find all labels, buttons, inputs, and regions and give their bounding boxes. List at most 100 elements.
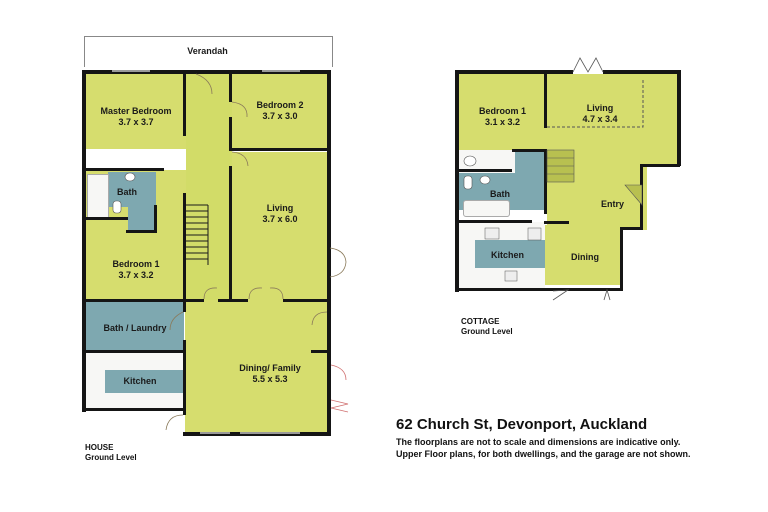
stove-icon: [484, 227, 542, 282]
room-name: Bedroom 2: [256, 100, 304, 110]
room-cottage-living: [547, 74, 679, 164]
room-size: 3.7 x 3.7: [118, 117, 154, 127]
room-name: Master Bedroom: [100, 106, 172, 116]
wall: [84, 350, 186, 353]
wall: [311, 350, 329, 353]
room-name: Bath: [117, 187, 137, 197]
wall: [229, 72, 232, 102]
wall: [677, 70, 681, 166]
room-name: Bath / Laundry: [103, 323, 167, 333]
room-name: Dining: [571, 252, 599, 262]
wall: [283, 299, 330, 302]
door-french-icon: [552, 57, 611, 301]
wall: [229, 117, 232, 149]
disclaimer-line-2: Upper Floor plans, for both dwellings, a…: [396, 449, 691, 459]
room-master-bedroom: [85, 74, 186, 149]
wall: [183, 300, 186, 312]
wall: [229, 166, 232, 300]
room-name: Bath: [490, 189, 510, 199]
label-bath: Bath: [108, 187, 146, 198]
wall: [455, 70, 573, 74]
label-dining-family: Dining/ Family 5.5 x 5.3: [220, 363, 320, 385]
room-name: Entry: [600, 199, 624, 209]
house-heading: HOUSE: [85, 443, 114, 452]
room-bedroom2: [232, 74, 328, 150]
label-cottage-living: Living 4.7 x 3.4: [560, 103, 640, 125]
wall: [229, 148, 329, 151]
dashed-line: [547, 78, 644, 128]
house-subheading: Ground Level: [85, 453, 137, 462]
cottage-bathtub: [463, 200, 510, 217]
room-name: Living: [586, 103, 614, 113]
verandah-label: Verandah: [187, 46, 228, 56]
room-hallway: [186, 74, 232, 300]
cottage-heading: COTTAGE: [461, 317, 500, 326]
room-size: 3.7 x 3.2: [118, 270, 154, 280]
wall: [455, 70, 459, 292]
room-size: 4.7 x 3.4: [582, 114, 618, 124]
cottage-subheading: Ground Level: [461, 327, 513, 336]
kitchen-bench: [105, 370, 184, 393]
wall: [455, 288, 623, 291]
door-french-icon: [330, 364, 349, 413]
room-name: Bedroom 1: [478, 106, 526, 116]
wall: [183, 193, 186, 301]
label-bedroom2: Bedroom 2 3.7 x 3.0: [232, 100, 328, 122]
door-swing-icon: [165, 73, 347, 431]
label-living: Living 3.7 x 6.0: [232, 203, 328, 225]
wall: [457, 169, 512, 172]
wall: [84, 70, 331, 74]
label-kitchen: Kitchen: [105, 376, 175, 387]
room-bath-laundry: [85, 302, 184, 350]
room-living: [232, 152, 328, 300]
toilet-icon: [112, 172, 136, 214]
room-bath-shower: [128, 205, 156, 231]
verandah: [84, 36, 333, 67]
wall: [327, 70, 331, 436]
stairs-icon: [186, 204, 209, 265]
label-master-bedroom: Master Bedroom 3.7 x 3.7: [88, 106, 184, 128]
room-name: Living: [266, 203, 294, 213]
label-cottage-dining: Dining: [560, 252, 610, 263]
wall: [84, 299, 204, 302]
address-title: 62 Church St, Devonport, Auckland: [396, 416, 648, 433]
wall: [84, 408, 186, 411]
wall: [544, 72, 547, 128]
label-bedroom1: Bedroom 1 3.7 x 3.2: [88, 259, 184, 281]
wall: [218, 299, 248, 302]
room-size: 3.1 x 3.2: [484, 117, 521, 127]
wall: [620, 227, 643, 230]
wall: [544, 149, 547, 214]
room-size: 3.7 x 3.0: [262, 111, 298, 121]
room-size: 5.5 x 5.3: [252, 374, 288, 384]
wall: [603, 70, 681, 74]
disclaimer-line-1: The floorplans are not to scale and dime…: [396, 437, 681, 447]
wall: [183, 340, 186, 415]
room-cottage-kitchen: [475, 240, 545, 268]
wall: [640, 164, 680, 167]
label-cottage-kitchen: Kitchen: [480, 250, 535, 261]
room-cottage-bedroom1: [458, 74, 547, 150]
stairs-icon: [546, 149, 643, 206]
room-name: Kitchen: [123, 376, 157, 386]
label-cottage-bedroom1: Bedroom 1 3.1 x 3.2: [458, 106, 547, 128]
wall: [126, 230, 157, 233]
wall: [457, 220, 532, 223]
label-bath-laundry: Bath / Laundry: [90, 323, 180, 334]
toilet-icon: [463, 155, 491, 190]
wall: [183, 72, 186, 136]
room-name: Bedroom 1: [112, 259, 160, 269]
room-cottage-bath-shower: [515, 150, 545, 176]
wall: [82, 70, 86, 412]
wall: [620, 227, 623, 290]
room-cottage-dining: [545, 225, 620, 285]
label-cottage-entry: Entry: [590, 199, 635, 210]
wall: [84, 217, 128, 220]
wall: [512, 149, 547, 152]
room-size: 3.7 x 6.0: [262, 214, 298, 224]
room-dining-family: [185, 300, 328, 434]
window-icon: [112, 70, 300, 434]
room-name: Dining/ Family: [239, 363, 301, 373]
